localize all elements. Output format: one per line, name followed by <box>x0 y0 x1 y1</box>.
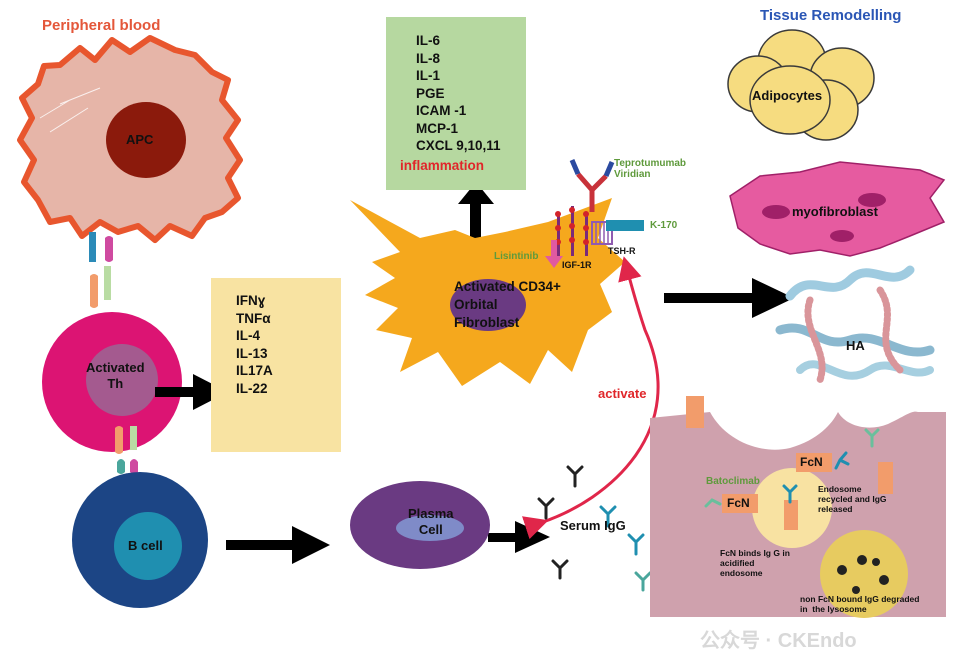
myofibroblast-label: myofibroblast <box>792 204 878 219</box>
peripheral-blood-title: Peripheral blood <box>42 17 161 34</box>
th-label: Activated Th <box>86 360 145 391</box>
tshr-label: TSH-R <box>608 246 636 256</box>
adipocytes-label: Adipocytes <box>752 88 823 103</box>
igf1r-label: IGF-1R <box>562 260 592 270</box>
fibroblast-to-inflammation-arrow <box>458 182 494 238</box>
th-cytokine-item: IL17A <box>236 363 273 378</box>
th-cytokine-item: TNFα <box>236 310 271 326</box>
lysosome <box>820 530 908 618</box>
non-fcn-label: non FcN bound IgG degraded in the lysoso… <box>800 594 920 614</box>
plasma-to-igg-arrow <box>488 521 550 553</box>
k170-bar <box>606 220 644 231</box>
th-cytokine-list: IFNɣ TNFα IL-4 IL-13 IL17A IL-22 <box>236 292 273 397</box>
mediator-item: MCP-1 <box>416 120 459 136</box>
inflammatory-mediator-list: IL-6 IL-8 IL-1 PGE ICAM -1 MCP-1 CXCL 9,… <box>416 32 501 155</box>
activate-label: activate <box>598 386 647 401</box>
lisintinib-label: Lisintinib <box>494 251 539 262</box>
endosome-recycled-label: Endosome recycled and IgG released <box>818 484 887 514</box>
ha-label: HA <box>846 338 865 353</box>
igf1r-receptor <box>555 206 589 256</box>
mediator-item: PGE <box>416 85 445 101</box>
watermark: 公众号 · CKEndo <box>700 630 857 652</box>
adipocytes <box>727 29 875 141</box>
mediator-item: CXCL 9,10,11 <box>416 138 501 153</box>
ha-fibres <box>775 265 935 384</box>
serum-igg-label: Serum IgG <box>560 518 626 533</box>
inflammation-label: inflammation <box>400 158 485 173</box>
th-to-cytokines-arrow <box>155 374 228 410</box>
k170-label: K-170 <box>650 220 678 231</box>
fcn-binds-label: FcN binds Ig G in acidified endosome <box>720 548 790 578</box>
th-cytokine-item: IL-13 <box>236 345 268 361</box>
plasma-cell-label: Plasma Cell <box>408 506 454 537</box>
th-cytokine-item: IL-4 <box>236 328 261 343</box>
fcn-label-1: FcN <box>800 455 823 469</box>
inflammation-box <box>386 17 526 190</box>
tissue-remodelling-title: Tissue Remodelling <box>760 7 902 24</box>
fcn-label-2: FcN <box>727 496 750 510</box>
fibroblast-to-remodelling-arrow <box>664 278 794 318</box>
tshr-receptor <box>591 221 613 245</box>
mediator-item: IL-1 <box>416 68 441 83</box>
mediator-item: ICAM -1 <box>416 103 467 118</box>
th-cytokine-item: IL-22 <box>236 380 268 396</box>
mediator-item: IL-8 <box>416 50 441 66</box>
apc-label: APC <box>126 132 154 147</box>
myofibroblast-cells <box>729 161 946 257</box>
activate-arrow <box>521 256 660 540</box>
batoclimab-label: Batoclimab <box>706 476 760 487</box>
b-cell-label: B cell <box>128 538 163 553</box>
mediator-item: IL-6 <box>416 33 441 48</box>
th-cytokine-box <box>211 278 341 452</box>
fibroblast-label: Activated CD34+ Orbital Fibroblast <box>454 279 561 330</box>
teprotumumab-antibody <box>569 159 615 212</box>
teprotumumab-label: Teprotumumab Viridian <box>614 158 687 180</box>
bcell-to-plasma-arrow <box>226 526 330 564</box>
apc-nucleus <box>106 102 186 178</box>
th-cytokine-item: IFNɣ <box>236 293 266 308</box>
